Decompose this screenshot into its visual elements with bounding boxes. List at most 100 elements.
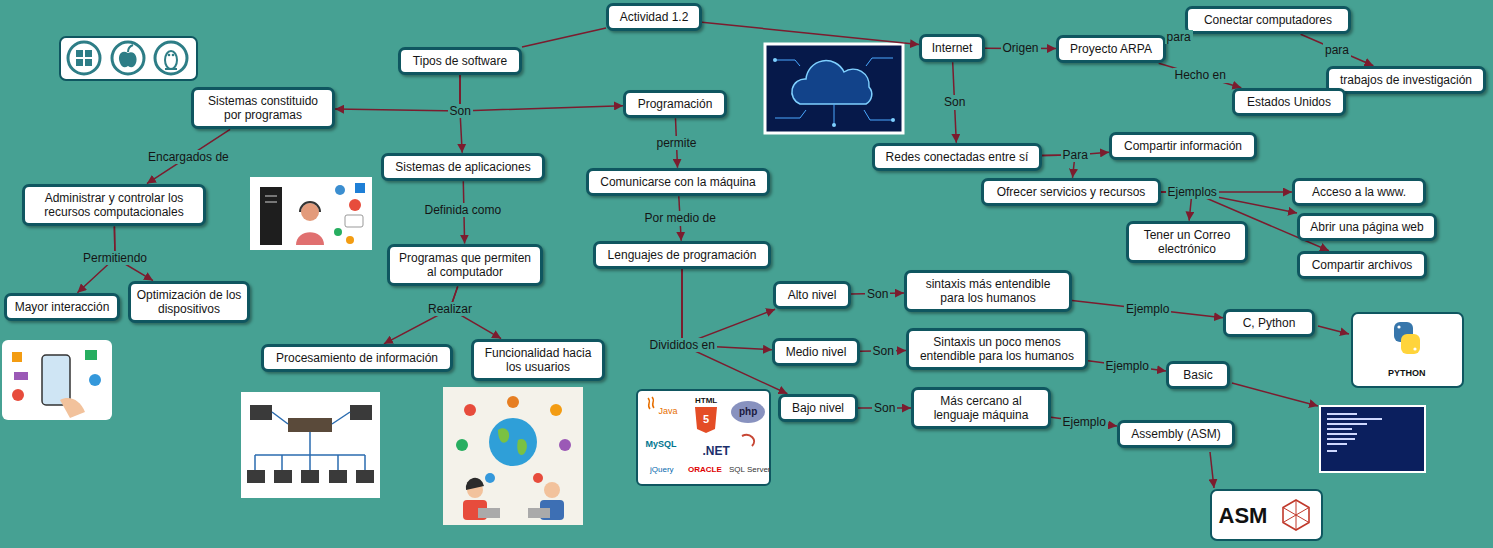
os-icons-shape	[155, 42, 187, 74]
apps-picture-shape	[60, 398, 85, 418]
box-text: Basic	[1174, 368, 1222, 382]
apps-picture-shape	[42, 355, 70, 405]
network-picture-shape	[356, 470, 374, 483]
link-phrase: Son	[865, 287, 890, 301]
link-phrase: permite	[655, 136, 699, 150]
os-icons-shape	[85, 50, 92, 57]
box-text: Administrar y controlar los recursos com…	[30, 191, 198, 220]
concept-box: Sistemas constituido por programas	[191, 87, 335, 130]
os-icons-shape	[168, 54, 171, 57]
link-phrase: Para	[1061, 148, 1090, 162]
box-text: Medio nivel	[780, 345, 852, 359]
os-icons-shape	[68, 42, 100, 74]
connector	[147, 129, 230, 183]
box-text: Alto nivel	[781, 288, 843, 302]
concept-box: Compartir información	[1109, 132, 1257, 160]
os-icons-shape	[119, 52, 137, 67]
concept-box: Estados Unidos	[1232, 88, 1346, 116]
os-icons-shape	[128, 45, 133, 52]
python-logo-panel	[1352, 313, 1463, 387]
concept-box: Internet	[919, 34, 985, 62]
people-globe-picture-shape	[544, 482, 560, 498]
apps-picture-shape	[89, 374, 101, 386]
concept-box: Redes conectadas entre sí	[872, 143, 1042, 171]
terminal-picture-shape	[1327, 443, 1347, 445]
box-text: Compartir archivos	[1305, 258, 1419, 272]
os-icons-shape	[76, 50, 83, 57]
cloud-picture-shape	[792, 61, 872, 104]
link-phrase: Realizar	[426, 302, 474, 316]
terminal-picture	[1320, 406, 1425, 472]
people-globe-picture	[443, 387, 583, 525]
concept-box: Bajo nivel	[778, 394, 858, 422]
image-leader-lines	[1210, 326, 1349, 488]
box-text: Abrir una página web	[1305, 220, 1429, 234]
people-globe-picture-shape	[507, 396, 519, 408]
logo-text: ASM	[1219, 505, 1268, 527]
image-leader-lines-shape	[1318, 326, 1349, 334]
logo-text: SQL Server	[729, 466, 771, 474]
concept-box: Tipos de software	[398, 47, 522, 75]
network-picture-shape	[288, 418, 332, 432]
terminal-picture-shape	[1327, 423, 1367, 425]
computer-picture	[250, 177, 372, 250]
logo-text: .NET	[703, 445, 730, 457]
box-text: trabajos de investigación	[1334, 73, 1478, 87]
logos-panel-shape	[731, 401, 765, 423]
concept-box: Ofrecer servicios y recursos	[981, 178, 1161, 206]
apps-picture-shape	[2, 340, 112, 420]
python-logo-panel-shape	[1397, 325, 1400, 328]
concept-box: Proyecto ARPA	[1056, 35, 1166, 63]
os-icons-shape	[60, 37, 197, 80]
os-icons-shape	[76, 59, 83, 66]
os-icons-shape	[85, 59, 92, 66]
asm-panel-shape	[1211, 490, 1322, 540]
link-phrase: Definida como	[423, 203, 504, 217]
people-globe-picture-shape	[478, 508, 500, 518]
logos-panel	[637, 390, 770, 485]
people-globe-picture-shape	[456, 439, 468, 451]
connector	[682, 269, 787, 394]
terminal-picture-shape	[1327, 413, 1357, 415]
link-phrase: Ejemplo	[1104, 359, 1151, 373]
asm-panel-shape	[1283, 500, 1309, 530]
computer-picture-shape	[345, 215, 363, 227]
box-text: Ofrecer servicios y recursos	[989, 185, 1153, 199]
box-text: Redes conectadas entre sí	[880, 150, 1034, 164]
link-phrase: Ejemplos	[1166, 185, 1219, 199]
terminal-picture-shape	[1327, 450, 1337, 452]
concept-box: C, Python	[1223, 309, 1315, 337]
python-logo-panel-shape	[1352, 313, 1463, 387]
link-phrase: Son	[872, 401, 897, 415]
link-phrase: Ejemplo	[1124, 302, 1171, 316]
box-text: Sistemas constituido por programas	[199, 94, 327, 123]
os-icons-shape	[165, 51, 177, 69]
logo-text: MySQL	[646, 440, 677, 449]
network-picture-shape	[250, 405, 272, 420]
connector	[1072, 301, 1223, 318]
concept-box: Optimización de los dispositivos	[128, 281, 250, 324]
terminal-picture-shape	[1320, 406, 1425, 472]
concept-box: Más cercano al lenguaje máquina	[911, 387, 1051, 430]
network-picture-shape	[255, 412, 365, 470]
concept-box: Tener un Correo electrónico	[1126, 221, 1248, 264]
computer-picture-shape	[334, 228, 342, 236]
box-text: Acceso a la www.	[1300, 185, 1418, 199]
cloud-picture-shape	[891, 118, 895, 122]
computer-picture-shape	[346, 236, 354, 244]
concept-box: Assembly (ASM)	[1117, 420, 1235, 448]
people-globe-picture-shape	[533, 473, 543, 483]
asm-panel-shape	[1283, 500, 1309, 530]
people-globe-picture-shape	[489, 418, 537, 466]
concept-box: Conectar computadores	[1185, 6, 1351, 34]
people-globe-picture-shape	[528, 508, 550, 518]
computer-picture-shape	[265, 201, 277, 203]
box-text: Tipos de software	[406, 54, 514, 68]
computer-picture-shape	[296, 232, 324, 245]
box-text: C, Python	[1231, 316, 1307, 330]
concept-box: Acceso a la www.	[1292, 178, 1426, 206]
people-globe-picture-shape	[550, 404, 562, 416]
box-text: Bajo nivel	[786, 401, 850, 415]
box-text: Tener un Correo electrónico	[1134, 228, 1240, 257]
